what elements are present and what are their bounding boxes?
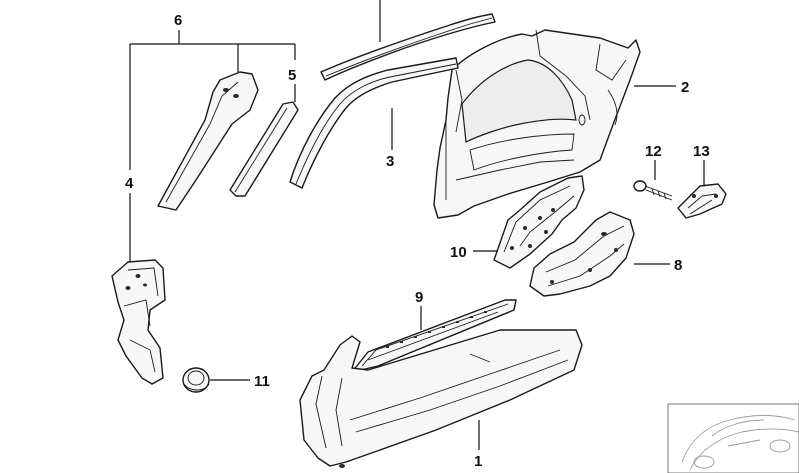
reinforcement-holes [386,311,487,348]
callout-8: 8 [674,257,682,274]
part-11-plug[interactable] [182,367,210,393]
callout-12: 12 [645,143,662,160]
part-2-side-frame[interactable] [433,29,641,219]
part-6-b-pillar[interactable] [157,71,259,211]
part-5-pillar-strip[interactable] [229,101,299,197]
part-7-roof-strip[interactable] [320,13,496,81]
part-3-a-pillar[interactable] [289,57,463,189]
callout-11: 11 [254,373,270,390]
callout-4: 4 [125,175,134,192]
part-1-side-sill[interactable] [299,329,583,468]
callout-labels: 6 5 4 3 2 12 13 10 8 9 11 1 [125,12,710,470]
callout-2: 2 [681,79,689,96]
callout-3: 3 [386,153,394,170]
leader-lines [129,0,705,450]
part-4-bracket[interactable] [111,259,166,385]
car-thumbnail [667,403,799,473]
callout-13: 13 [693,143,710,160]
part-12-bolt[interactable] [633,180,673,201]
callout-5: 5 [288,67,296,84]
callout-10: 10 [450,244,467,261]
callout-9: 9 [415,289,423,306]
callout-6: 6 [174,12,182,29]
part-10-inner-bracket[interactable] [493,175,585,269]
part-8-wheelhouse-bracket[interactable] [529,211,635,297]
part-13-plate[interactable] [677,183,727,219]
callout-1: 1 [474,453,482,470]
part-9-sill-reinforcement[interactable] [351,299,517,373]
